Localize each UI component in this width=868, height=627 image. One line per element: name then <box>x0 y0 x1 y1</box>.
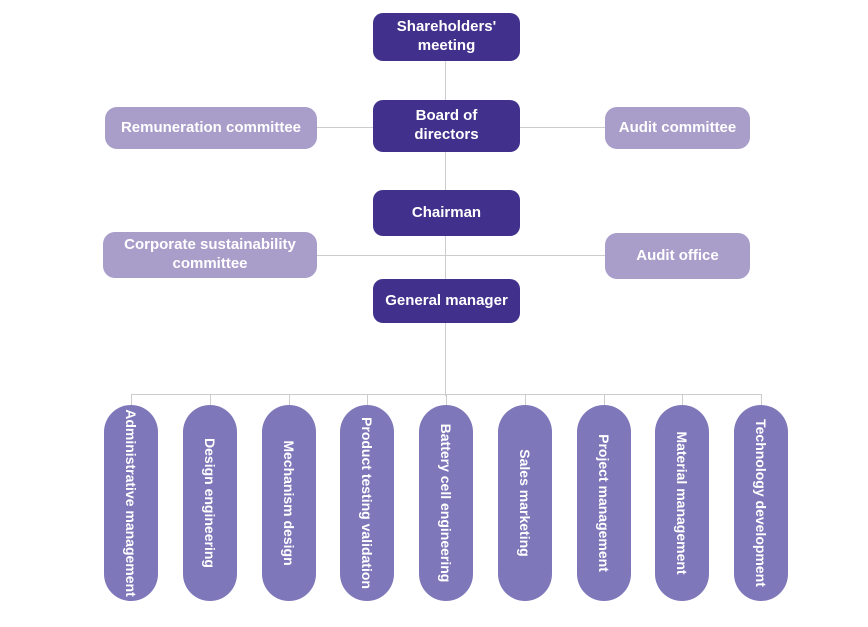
department-label: Product testing validation <box>359 417 376 589</box>
node-label: General manager <box>385 291 508 309</box>
department-box-sales-marketing: Sales marketing <box>497 394 552 601</box>
department-box-design-engineering: Design engineering <box>182 394 237 601</box>
node-shareholders-meeting: Shareholders' meeting <box>373 13 520 61</box>
node-remuneration-committee: Remuneration committee <box>105 107 317 149</box>
department-label: Battery cell engineering <box>438 423 455 583</box>
node-label: Shareholders' meeting <box>396 18 497 54</box>
department-box-product-testing-validation: Product testing validation <box>340 394 395 601</box>
department-label: Sales marketing <box>516 449 533 557</box>
node-label: Corporate sustainability committee <box>124 236 296 272</box>
node-label: Chairman <box>411 203 482 221</box>
node-label: Remuneration committee <box>120 118 302 136</box>
department-row: Administrative management Design enginee… <box>104 394 788 601</box>
node-audit-committee: Audit committee <box>605 107 750 149</box>
department-box-mechanism-design: Mechanism design <box>261 394 316 601</box>
node-audit-office: Audit office <box>605 233 750 279</box>
department-label: Material management <box>674 431 691 575</box>
department-label: Project management <box>595 434 612 572</box>
department-box-battery-cell-engineering: Battery cell engineering <box>419 394 473 601</box>
department-label: Technology development <box>753 419 770 587</box>
department-box-technology-development: Technology development <box>734 394 788 601</box>
node-corporate-sustainability-committee: Corporate sustainability committee <box>103 232 317 278</box>
department-label: Design engineering <box>201 438 218 568</box>
node-board-of-directors: Board of directors <box>373 100 520 152</box>
department-label: Administrative management <box>123 409 140 597</box>
node-chairman: Chairman <box>373 190 520 236</box>
node-general-manager: General manager <box>373 279 520 323</box>
node-label: Board of directors <box>414 107 479 143</box>
connector-horizontal-audit <box>210 255 678 256</box>
node-label: Audit office <box>636 246 719 264</box>
node-label: Audit committee <box>618 118 737 136</box>
department-box-project-management: Project management <box>576 394 631 601</box>
department-box-administrative-management: Administrative management <box>104 394 158 601</box>
department-box-material-management: Material management <box>655 394 710 601</box>
department-label: Mechanism design <box>280 440 297 566</box>
